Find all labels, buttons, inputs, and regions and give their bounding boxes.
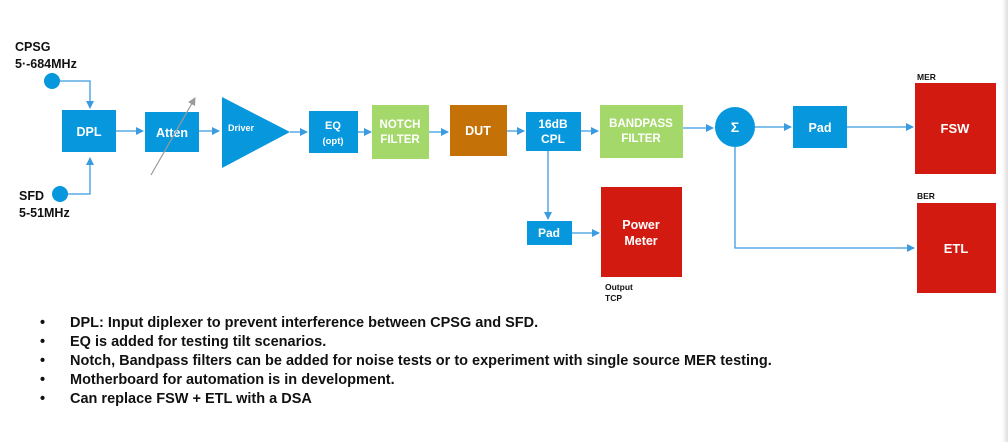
- notch-filter-label-line2: FILTER: [380, 134, 420, 146]
- sfd-to-dpl-connector: [68, 157, 94, 195]
- dut-label: DUT: [465, 124, 491, 138]
- notes-list: • DPL: Input diplexer to prevent interfer…: [40, 314, 780, 409]
- dpl-block: [62, 110, 116, 152]
- sfd-frequency: 5-51MHz: [19, 206, 70, 220]
- driver-amplifier-triangle: [222, 97, 290, 168]
- fsw-pad-block: [793, 106, 847, 148]
- note-item: • Notch, Bandpass filters can be added fo…: [40, 352, 780, 371]
- fsw-block: [915, 83, 996, 174]
- etl-label: ETL: [944, 241, 969, 256]
- sfd-label: SFD: [19, 189, 44, 203]
- mer-label: MER: [917, 72, 936, 82]
- power-meter-label-line1: Power: [622, 218, 660, 232]
- bullet-icon: •: [40, 372, 46, 388]
- note-text: DPL: Input diplexer to prevent interfere…: [70, 315, 539, 331]
- note-item: • Can replace FSW + ETL with a DSA: [40, 390, 780, 409]
- sigma-symbol: Σ: [731, 119, 739, 135]
- splitter-to-etl-connector: [734, 147, 915, 252]
- bandpass-filter-block: [600, 105, 683, 158]
- coupler-block: [526, 112, 581, 151]
- note-item: • DPL: Input diplexer to prevent interfer…: [40, 314, 780, 333]
- note-text: Can replace FSW + ETL with a DSA: [70, 391, 312, 407]
- dpl-label: DPL: [77, 125, 102, 139]
- fsw-pad-label: Pad: [809, 121, 832, 135]
- power-meter-pad-block: [527, 221, 572, 245]
- power-meter-block: [601, 187, 682, 277]
- bandpass-filter-label-line1: BANDPASS: [609, 118, 673, 130]
- cpsg-source-circle: [44, 73, 60, 89]
- note-item: • Motherboard for automation is in develo…: [40, 371, 780, 390]
- etl-block: [917, 203, 996, 293]
- notch-filter-block: [372, 105, 429, 159]
- splitter-circle: [715, 107, 755, 147]
- note-text: Motherboard for automation is in develop…: [70, 372, 395, 388]
- power-meter-pad-label: Pad: [538, 226, 560, 240]
- tcp-label: TCP: [605, 293, 622, 303]
- bullet-icon: •: [40, 334, 46, 350]
- variable-attenuator-arrow: [150, 97, 196, 176]
- notch-filter-label-line1: NOTCH: [380, 119, 421, 131]
- output-label: Output: [605, 282, 633, 292]
- power-meter-label-line2: Meter: [624, 234, 657, 248]
- bandpass-filter-label-line2: FILTER: [621, 133, 661, 145]
- fsw-label: FSW: [941, 121, 971, 136]
- cpsg-frequency: 5·-684MHz: [15, 57, 77, 71]
- note-item: • EQ is added for testing tilt scenarios.: [40, 333, 780, 352]
- driver-label: Driver: [228, 123, 255, 133]
- coupler-label-line2: CPL: [541, 132, 565, 146]
- eq-optional-label: (opt): [322, 136, 343, 147]
- cpsg-to-dpl-connector: [60, 80, 94, 109]
- bullet-icon: •: [40, 315, 46, 331]
- coupler-label-line1: 16dB: [538, 117, 568, 131]
- eq-block: [309, 111, 358, 153]
- dut-block: [450, 105, 507, 156]
- atten-label: Atten: [156, 126, 188, 140]
- note-text: Notch, Bandpass filters can be added for…: [70, 353, 772, 369]
- ber-label: BER: [917, 191, 935, 201]
- bullet-icon: •: [40, 391, 46, 407]
- cpsg-label: CPSG: [15, 40, 50, 54]
- atten-block: [145, 112, 199, 152]
- slide-edge-shadow: [1002, 0, 1008, 442]
- eq-label: EQ: [325, 120, 341, 132]
- bullet-icon: •: [40, 353, 46, 369]
- sfd-source-circle: [52, 186, 68, 202]
- note-text: EQ is added for testing tilt scenarios.: [70, 334, 327, 350]
